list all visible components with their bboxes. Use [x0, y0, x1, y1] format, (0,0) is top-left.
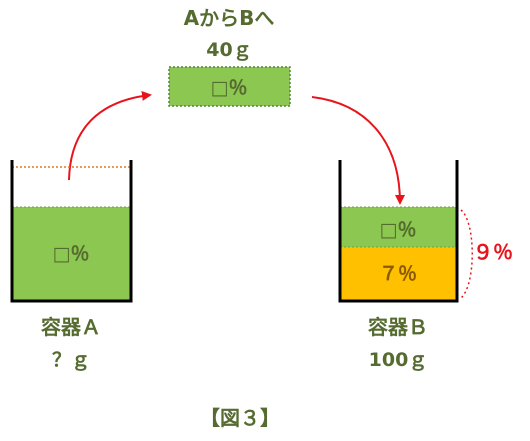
container-a: □％ [10, 160, 133, 303]
transfer-box [168, 66, 291, 107]
container-b-original-solution [340, 247, 457, 301]
arrow-a-to-transfer [68, 90, 152, 181]
transfer-concentration: □％ [211, 77, 248, 99]
container-b-outline [338, 160, 459, 303]
container-b-name: 容器Ｂ [368, 315, 428, 339]
container-a-weight: ？ｇ [52, 349, 90, 372]
container-b-mixed-concentration: ９％ [473, 240, 513, 264]
container-b: □％ ７％ [338, 160, 459, 303]
container-a-outline [10, 160, 133, 303]
container-b-top-concentration: □％ [380, 219, 417, 241]
figure-caption: 【図３】 [200, 406, 280, 430]
container-b-bottom-concentration: ７％ [379, 263, 417, 285]
arrow-transfer-to-b [311, 96, 405, 205]
mixed-bracket [460, 209, 473, 299]
transfer-heading: AからBへ [184, 6, 275, 30]
container-a-concentration: □％ [53, 243, 90, 265]
container-a-solution [12, 207, 131, 300]
container-b-added-solution [340, 207, 457, 247]
container-b-weight: 100ｇ [369, 349, 428, 372]
transfer-amount: 40ｇ [206, 39, 251, 62]
container-a-name: 容器Ａ [41, 315, 101, 339]
